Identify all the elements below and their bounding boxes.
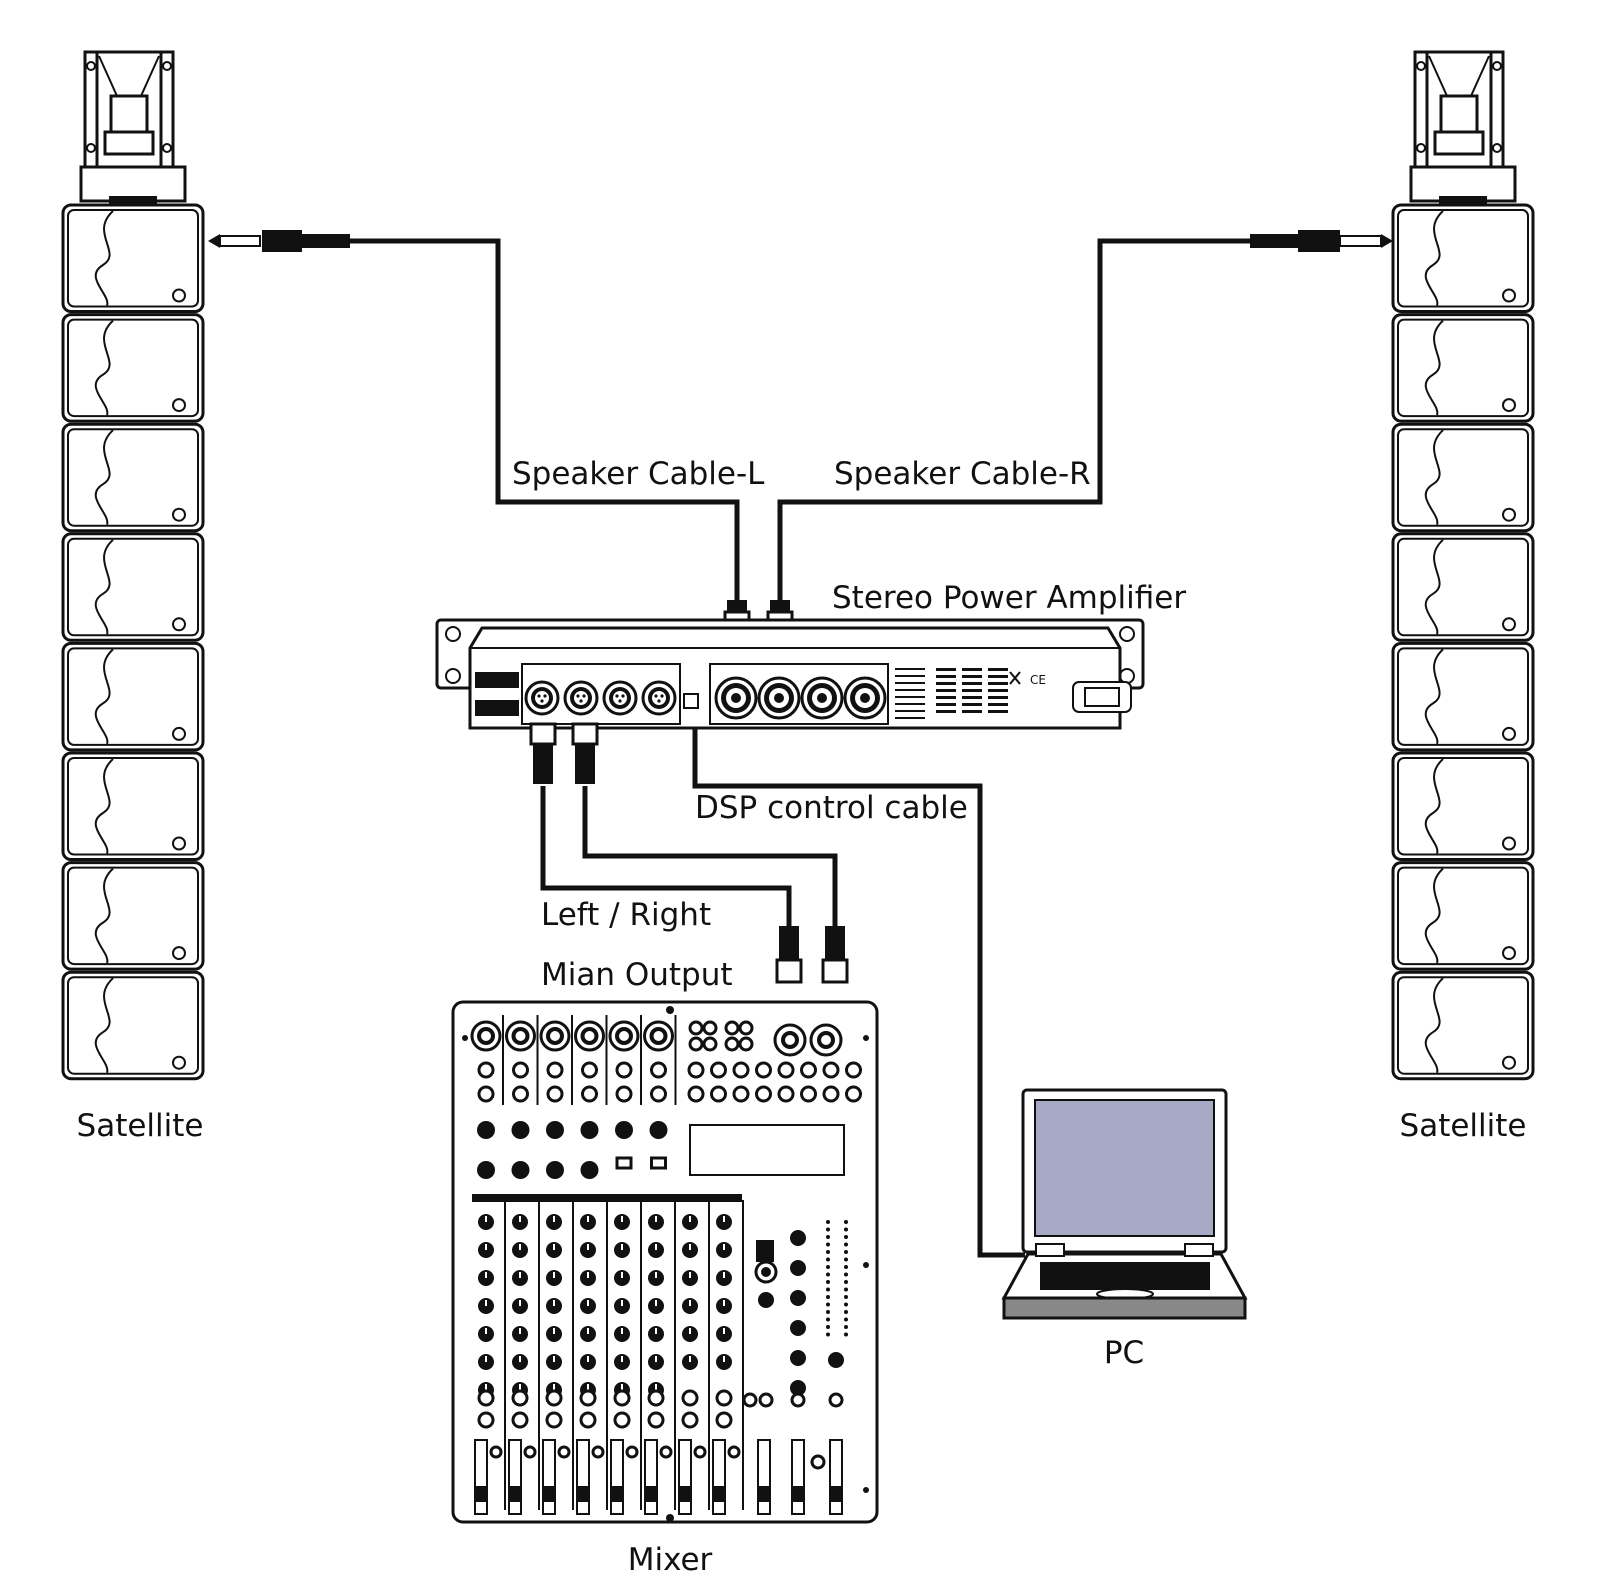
speaker-cabinet-icon bbox=[1391, 751, 1535, 861]
speakon-output-icon bbox=[757, 676, 801, 720]
xlr-input-icon bbox=[602, 680, 638, 716]
xlr-input-icon bbox=[524, 680, 560, 716]
channel-strip bbox=[474, 1200, 506, 1515]
speaker-cable-right-label: Speaker Cable-R bbox=[834, 456, 1091, 492]
satellite-array-right bbox=[1391, 50, 1535, 1081]
speakon-output-icon bbox=[714, 676, 758, 720]
speaker-cabinet-icon bbox=[61, 751, 205, 861]
jack-plug-icon bbox=[1250, 230, 1393, 252]
mixer-label: Mixer bbox=[628, 1542, 713, 1578]
satellite-right-label: Satellite bbox=[1400, 1108, 1527, 1144]
xlr-connector-icon bbox=[775, 926, 803, 984]
speaker-cabinet-icon bbox=[61, 641, 205, 752]
xlr-connector-icon bbox=[529, 722, 557, 784]
speaker-cabinet-icon bbox=[61, 203, 205, 313]
speaker-cable-right bbox=[777, 238, 1250, 600]
speaker-cable-left bbox=[350, 238, 740, 600]
speaker-cabinet-icon bbox=[61, 422, 205, 533]
channel-strip bbox=[542, 1200, 574, 1515]
speaker-cabinet-icon bbox=[1391, 313, 1535, 423]
xlr-input-icon bbox=[563, 680, 599, 716]
speaker-cabinet-icon bbox=[1391, 861, 1535, 971]
xlr-connector-icon bbox=[571, 722, 599, 784]
speaker-cable-left-label: Speaker Cable-L bbox=[512, 456, 765, 492]
speaker-cabinet-icon bbox=[1391, 970, 1535, 1081]
speaker-cabinet-icon bbox=[61, 861, 205, 971]
channel-strip bbox=[644, 1200, 676, 1515]
svg-text:CE: CE bbox=[1030, 673, 1046, 687]
speakon-output-icon bbox=[800, 676, 844, 720]
mixer-icon bbox=[451, 1000, 879, 1524]
channel-strip bbox=[712, 1200, 744, 1515]
speakon-output-icon bbox=[843, 676, 887, 720]
satellite-left-label: Satellite bbox=[77, 1108, 204, 1144]
speaker-cabinet-icon bbox=[1391, 203, 1535, 313]
speaker-cabinet-icon bbox=[1391, 422, 1535, 533]
speaker-cabinet-icon bbox=[1391, 532, 1535, 642]
main-output-label-line1: Left / Right bbox=[541, 897, 711, 933]
laptop-icon bbox=[1001, 1088, 1248, 1320]
power-amplifier-icon: CE bbox=[435, 618, 1145, 730]
speaker-cabinet-icon bbox=[61, 970, 205, 1081]
amplifier-label: Stereo Power Amplifier bbox=[832, 580, 1186, 616]
channel-strip bbox=[678, 1200, 710, 1515]
xlr-connector-icon bbox=[821, 926, 849, 984]
main-output-cable-left bbox=[540, 786, 792, 930]
dsp-control-cable bbox=[692, 718, 1025, 1258]
speaker-cabinet-icon bbox=[61, 532, 205, 642]
jack-plug-icon bbox=[208, 230, 350, 252]
channel-strip bbox=[508, 1200, 540, 1515]
main-output-cable-right bbox=[582, 786, 838, 930]
xlr-input-icon bbox=[641, 680, 677, 716]
main-output-label-line2: Mian Output bbox=[541, 957, 733, 993]
satellite-array-left bbox=[61, 50, 205, 1081]
pc-label: PC bbox=[1104, 1335, 1144, 1371]
channel-strip bbox=[610, 1200, 642, 1515]
channel-strip bbox=[576, 1200, 608, 1515]
speaker-cabinet-icon bbox=[61, 313, 205, 423]
speaker-cabinet-icon bbox=[1391, 641, 1535, 752]
dsp-cable-label: DSP control cable bbox=[695, 790, 968, 826]
